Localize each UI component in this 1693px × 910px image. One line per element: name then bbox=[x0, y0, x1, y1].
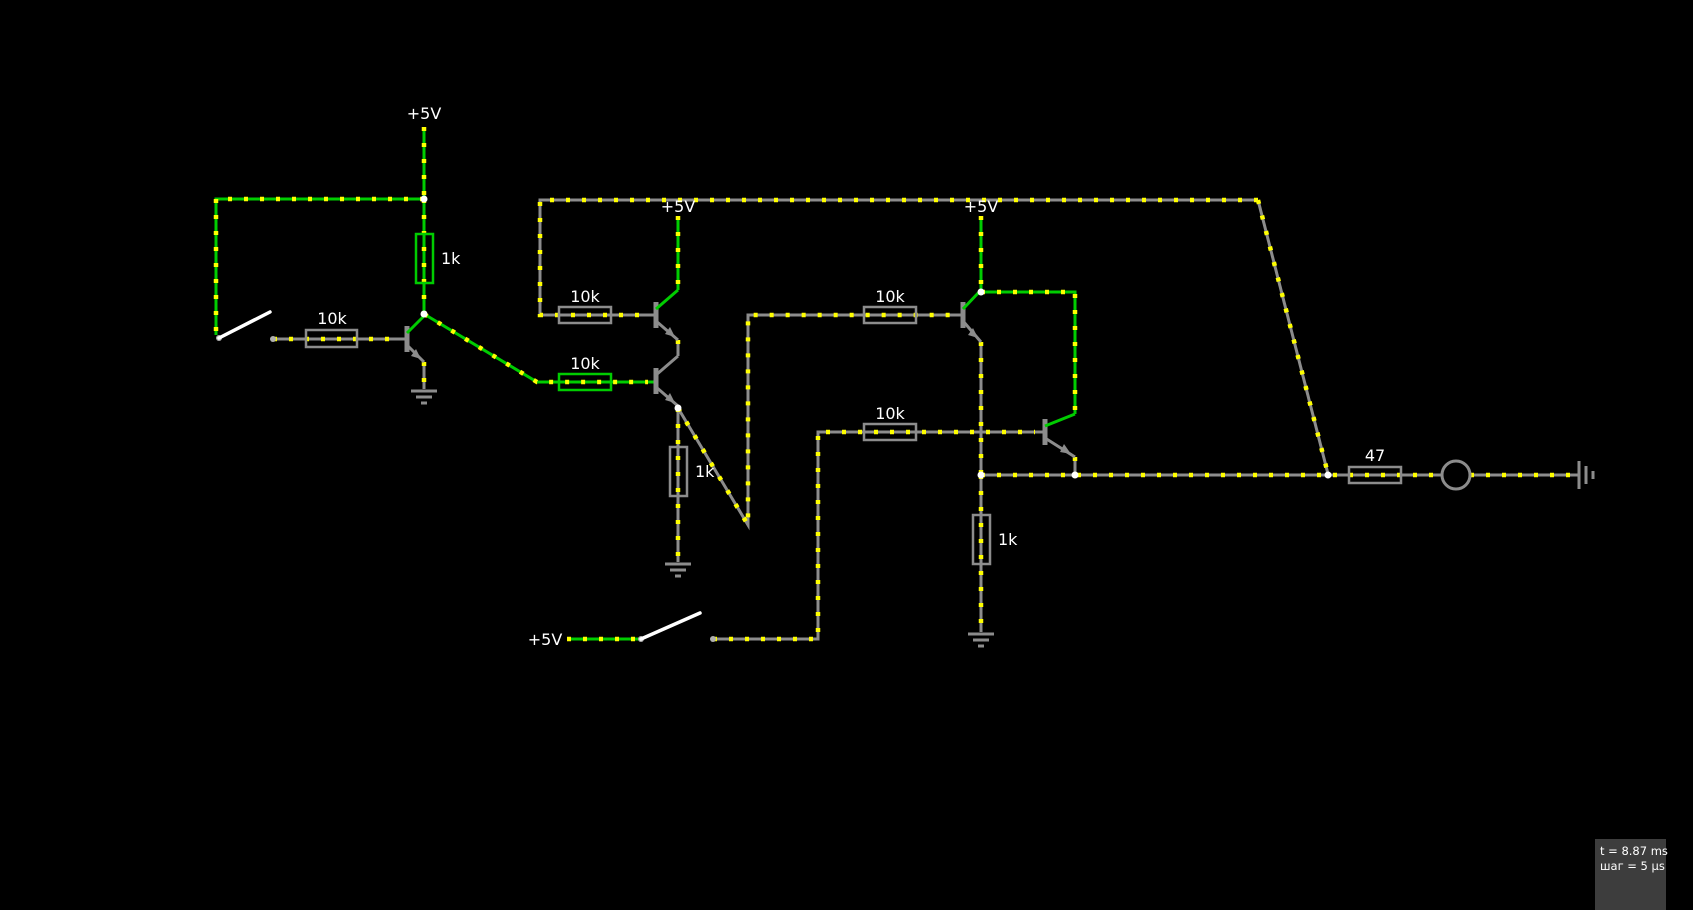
power-label-top[interactable]: +5V bbox=[407, 104, 442, 123]
transistor-q2a[interactable] bbox=[648, 288, 679, 342]
resistor-label: 47 bbox=[1365, 446, 1385, 465]
wires bbox=[213, 127, 1579, 642]
transistor-q2b[interactable] bbox=[648, 354, 679, 408]
resistor-label: 1k bbox=[998, 530, 1018, 549]
switch-input-left[interactable] bbox=[216, 310, 276, 342]
ground-symbol-q1[interactable] bbox=[411, 389, 437, 405]
emitter-arrow-icon bbox=[665, 327, 675, 337]
resistor-base-q4[interactable]: 10k bbox=[862, 404, 918, 442]
resistor-base-q3[interactable]: 10k bbox=[862, 287, 918, 325]
current-dots bbox=[981, 289, 1078, 414]
wire-segment bbox=[538, 198, 1258, 317]
resistor-base-q2a[interactable]: 10k bbox=[557, 287, 613, 325]
resistor-label: 10k bbox=[875, 287, 905, 306]
transistor-q1[interactable] bbox=[400, 314, 426, 364]
resistor-label: 10k bbox=[570, 354, 600, 373]
power-label-mid[interactable]: +5V bbox=[661, 197, 696, 216]
switch-lever[interactable] bbox=[217, 310, 272, 340]
output-lamp[interactable] bbox=[1440, 459, 1472, 491]
current-dots bbox=[676, 312, 956, 534]
emitter-arrow-icon bbox=[411, 349, 421, 359]
resistor-label: 10k bbox=[875, 404, 905, 423]
ground-symbol-right-load[interactable] bbox=[968, 632, 994, 648]
emitter-arrow-icon bbox=[968, 328, 978, 338]
power-label-right[interactable]: +5V bbox=[964, 197, 999, 216]
resistor-input-left[interactable]: 10k bbox=[304, 309, 359, 349]
resistor-pullup-q1[interactable]: 1k bbox=[414, 232, 461, 285]
resistor-load-right[interactable]: 1k bbox=[971, 513, 1018, 566]
sim-step: шаг = 5 µs bbox=[1600, 858, 1665, 873]
status-overlay: t = 8.87 ms шаг = 5 µs bbox=[1595, 839, 1668, 910]
ground-symbol-output[interactable] bbox=[1577, 461, 1595, 489]
emitter-arrow-icon bbox=[665, 393, 675, 403]
resistor-load-mid[interactable]: 1k bbox=[668, 445, 715, 498]
ground-symbol-mid[interactable] bbox=[665, 562, 691, 578]
transistor-q3[interactable] bbox=[956, 288, 983, 343]
wire-segment bbox=[713, 430, 1035, 641]
transistor-q4[interactable] bbox=[1035, 412, 1076, 459]
switch-input-bottom[interactable] bbox=[638, 611, 716, 642]
current-dots bbox=[213, 196, 424, 335]
resistor-label: 1k bbox=[441, 249, 461, 268]
resistor-label: 10k bbox=[570, 287, 600, 306]
current-dots bbox=[422, 312, 648, 385]
resistor-output[interactable]: 47 bbox=[1347, 446, 1403, 485]
sim-time: t = 8.87 ms bbox=[1600, 844, 1668, 858]
switch-lever[interactable] bbox=[639, 611, 702, 641]
current-dots bbox=[713, 429, 1035, 642]
emitter-arrow-icon bbox=[1060, 444, 1071, 454]
wire-segment bbox=[1256, 199, 1330, 475]
junction-nodes bbox=[420, 195, 1332, 479]
resistor-base-q2b[interactable]: 10k bbox=[557, 354, 613, 392]
wire-segment-active bbox=[423, 312, 648, 384]
wire-segment-active bbox=[981, 290, 1077, 414]
resistor-label: 10k bbox=[317, 309, 347, 328]
resistor-label: 1k bbox=[695, 462, 715, 481]
power-label-bottom[interactable]: +5V bbox=[528, 630, 563, 649]
